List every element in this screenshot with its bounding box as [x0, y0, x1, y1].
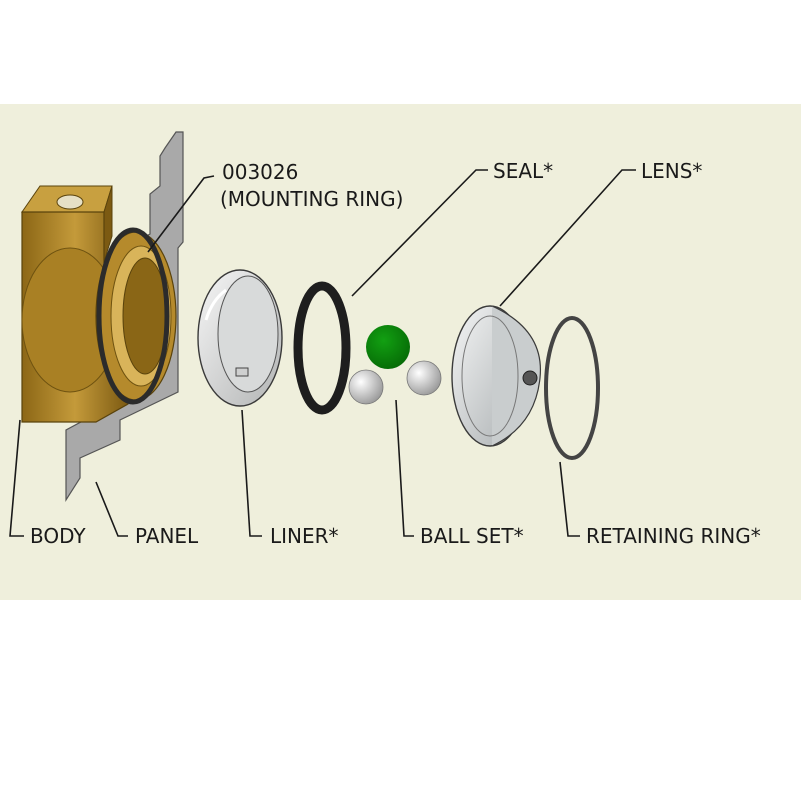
seal-part [293, 281, 351, 415]
ball-set-part [348, 325, 442, 405]
leader-lens [499, 169, 636, 307]
retaining-ring-part [544, 316, 600, 460]
leader-panel [95, 481, 128, 537]
body-part [21, 185, 177, 423]
liner-part [197, 269, 283, 407]
leader-body [9, 419, 24, 537]
leader-retaining-ring [559, 461, 580, 537]
label-ball-set: BALL SET* [420, 524, 524, 548]
mounting-ring-part [96, 227, 170, 405]
label-mounting-ring-part: 003026 [222, 160, 298, 184]
ball-right [406, 360, 442, 396]
leader-mounting-ring [147, 175, 215, 253]
label-body: BODY [30, 524, 86, 548]
leader-ball-set [395, 399, 414, 537]
label-lens: LENS* [641, 159, 702, 183]
leader-seal [351, 169, 488, 297]
lens-part [451, 305, 542, 447]
leader-liner [241, 409, 262, 537]
label-liner: LINER* [270, 524, 339, 548]
label-seal: SEAL* [493, 159, 553, 183]
ball-green [366, 325, 410, 369]
ball-left [348, 369, 384, 405]
label-panel: PANEL [135, 524, 199, 548]
label-retaining-ring: RETAINING RING* [586, 524, 761, 548]
label-mounting-ring-name: (MOUNTING RING) [220, 187, 403, 211]
